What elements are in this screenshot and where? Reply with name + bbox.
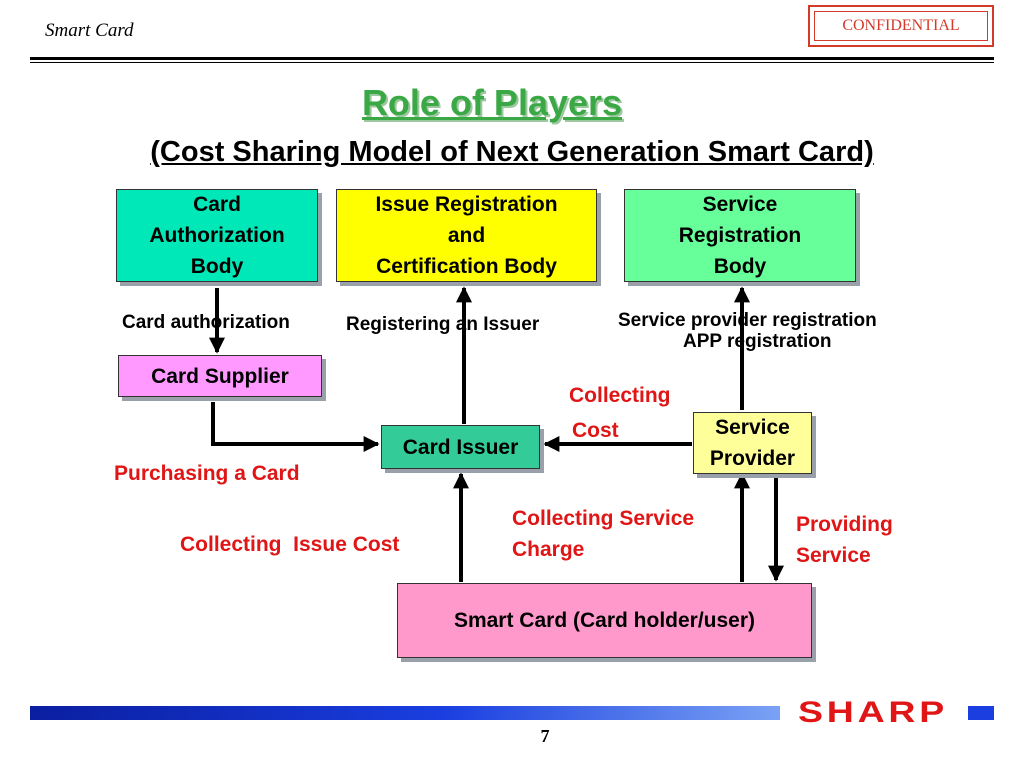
confidential-stamp: CONFIDENTIAL (808, 5, 994, 47)
slide-title: Role of Players (361, 82, 623, 123)
label-app-registration: APP registration (683, 331, 832, 352)
label-collecting-issue-cost: Collecting Issue Cost (180, 533, 400, 556)
card-authorization-body-box: Card Authorization Body (116, 189, 318, 282)
service-provider-box: Service Provider (693, 412, 812, 474)
label-card-authorization: Card authorization (122, 312, 290, 333)
label-service-provider-registration: Service provider registration (618, 310, 877, 331)
label-collecting-service-charge-line1: Collecting Service (512, 507, 695, 530)
footer-square (968, 706, 994, 720)
issue-registration-body-box: Issue Registration and Certification Bod… (336, 189, 597, 282)
sharp-logo: SHARP (797, 696, 948, 729)
label-cost: Cost (572, 419, 619, 442)
card-supplier-box: Card Supplier (118, 355, 322, 397)
header-rule (30, 57, 994, 60)
label-collecting-service-charge-line2: Charge (512, 538, 585, 561)
label-providing: Providing (796, 513, 893, 536)
label-purchasing-card: Purchasing a Card (114, 462, 300, 485)
label-registering-issuer: Registering an Issuer (346, 314, 540, 335)
label-collecting: Collecting (569, 384, 671, 407)
page-number: 7 (540, 726, 550, 746)
service-registration-body-box: Service Registration Body (624, 189, 856, 282)
header-rule-thin (30, 62, 994, 63)
card-issuer-box: Card Issuer (381, 425, 540, 469)
confidential-label: CONFIDENTIAL (814, 11, 988, 41)
smart-card-box: Smart Card (Card holder/user) (397, 583, 812, 658)
footer-bar (30, 706, 780, 720)
slide-subtitle: (Cost Sharing Model of Next Generation S… (150, 136, 874, 168)
header-title: Smart Card (45, 20, 134, 41)
label-service: Service (796, 544, 871, 567)
arrow-purchasing-card (211, 402, 380, 452)
